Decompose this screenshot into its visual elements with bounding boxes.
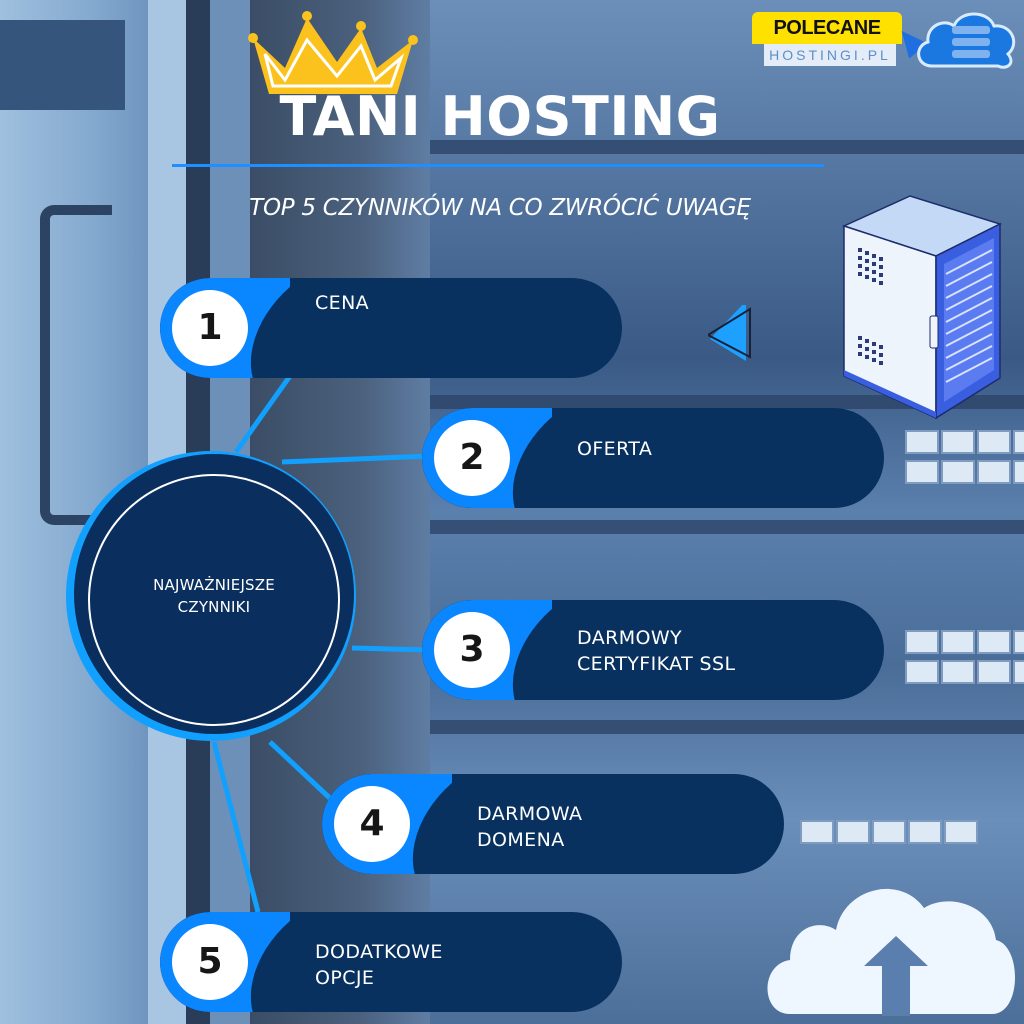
brand-name-bottom: HOSTINGI.PL bbox=[764, 44, 896, 66]
cloud-upload-icon bbox=[767, 888, 1016, 1016]
factor-item-3[interactable]: 3 DARMOWY CERTYFIKAT SSL bbox=[422, 600, 884, 700]
background-rack-slot bbox=[0, 20, 125, 110]
factor-label: DARMOWA DOMENA bbox=[477, 803, 583, 851]
brand-name-top: POLECANE bbox=[752, 12, 902, 44]
crown-icon bbox=[248, 11, 418, 94]
background-shelf bbox=[430, 140, 1024, 154]
server-rack-icon bbox=[841, 195, 1003, 420]
hub-inner-ring bbox=[88, 474, 340, 726]
factor-number-badge: 3 bbox=[434, 612, 510, 688]
background-ports bbox=[905, 430, 1024, 484]
background-ports bbox=[800, 820, 978, 844]
factor-label: DARMOWY CERTYFIKAT SSL bbox=[577, 627, 736, 675]
factor-label: CENA bbox=[315, 292, 370, 314]
background-shelf bbox=[430, 520, 1024, 534]
brand-logo[interactable]: POLECANE HOSTINGI.PL bbox=[752, 12, 902, 68]
factor-item-2[interactable]: 2 OFERTA bbox=[422, 408, 884, 508]
triangle-icon bbox=[708, 305, 751, 361]
background-shelf bbox=[430, 720, 1024, 734]
factor-number-badge: 2 bbox=[434, 420, 510, 496]
page-title: TANI HOSTING bbox=[279, 85, 721, 148]
factor-label: OFERTA bbox=[577, 438, 653, 460]
factor-number-badge: 1 bbox=[172, 290, 248, 366]
factor-item-4[interactable]: 4 DARMOWA DOMENA bbox=[322, 774, 784, 874]
factor-number-badge: 4 bbox=[334, 786, 410, 862]
factor-item-1[interactable]: 1 CENA bbox=[160, 278, 622, 378]
server-cloud-icon bbox=[917, 12, 1016, 69]
factor-item-5[interactable]: 5 DODATKOWE OPCJE bbox=[160, 912, 622, 1012]
page-subtitle: TOP 5 CZYNNIKÓW NA CO ZWRÓCIĆ UWAGĘ bbox=[249, 195, 751, 221]
background-rack-handle bbox=[40, 205, 112, 525]
title-divider bbox=[172, 164, 824, 167]
factor-label: DODATKOWE OPCJE bbox=[315, 941, 443, 989]
hub-label: NAJWAŻNIEJSZE CZYNNIKI bbox=[153, 576, 275, 616]
background-ports bbox=[905, 630, 1024, 684]
background-shelf bbox=[430, 395, 1024, 409]
factor-number-badge: 5 bbox=[172, 924, 248, 1000]
